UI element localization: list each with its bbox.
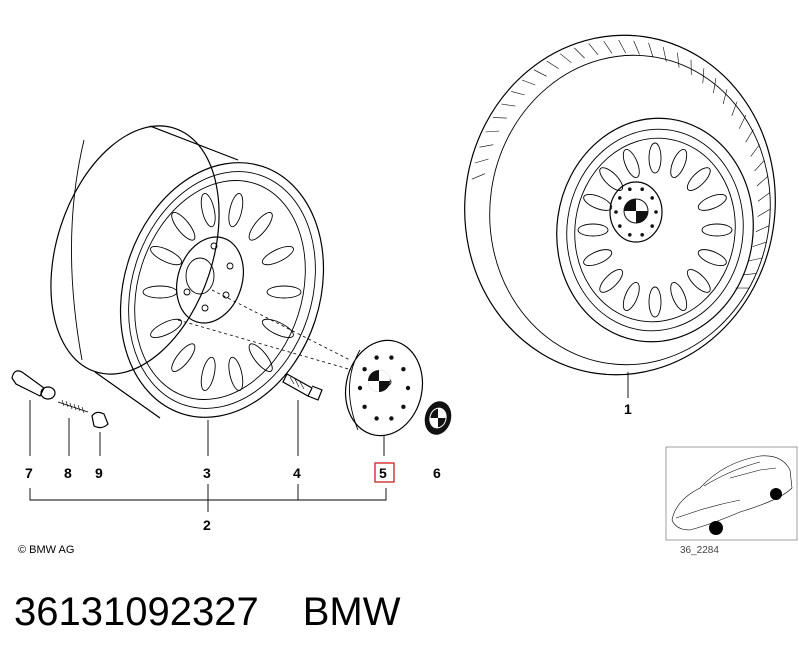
- rear-wheel-marker: [770, 488, 782, 500]
- callout-4[interactable]: 4: [293, 465, 301, 481]
- callout-9[interactable]: 9: [95, 465, 103, 481]
- front-wheel-marker: [709, 521, 723, 535]
- callout-3[interactable]: 3: [203, 465, 211, 481]
- hub-cap-drawing: [344, 339, 424, 456]
- callout-6[interactable]: 6: [433, 465, 441, 481]
- part-number: 36131092327: [14, 590, 259, 634]
- copyright-label: © BMW AG: [18, 544, 74, 556]
- part-footer: 36131092327 BMW: [14, 584, 444, 640]
- car-location-thumbnail: [665, 446, 798, 541]
- thumbnail-caption: 36_2284: [680, 545, 719, 556]
- wheel-rim-drawing: [50, 125, 353, 456]
- wheel-bolt-drawing: [282, 373, 323, 456]
- complete-wheel-drawing: [464, 34, 776, 398]
- callout-5[interactable]: 5: [379, 465, 387, 481]
- callout-1[interactable]: 1: [624, 401, 632, 417]
- valve-parts-drawing: [11, 370, 109, 456]
- callout-7[interactable]: 7: [25, 465, 33, 481]
- brand-name: BMW: [302, 590, 401, 634]
- callout-5-highlight-box: [374, 462, 395, 483]
- emblem-drawing: [424, 401, 452, 435]
- callout-8[interactable]: 8: [64, 465, 72, 481]
- callout-2[interactable]: 2: [203, 517, 211, 533]
- assembly-bracket: [29, 484, 387, 512]
